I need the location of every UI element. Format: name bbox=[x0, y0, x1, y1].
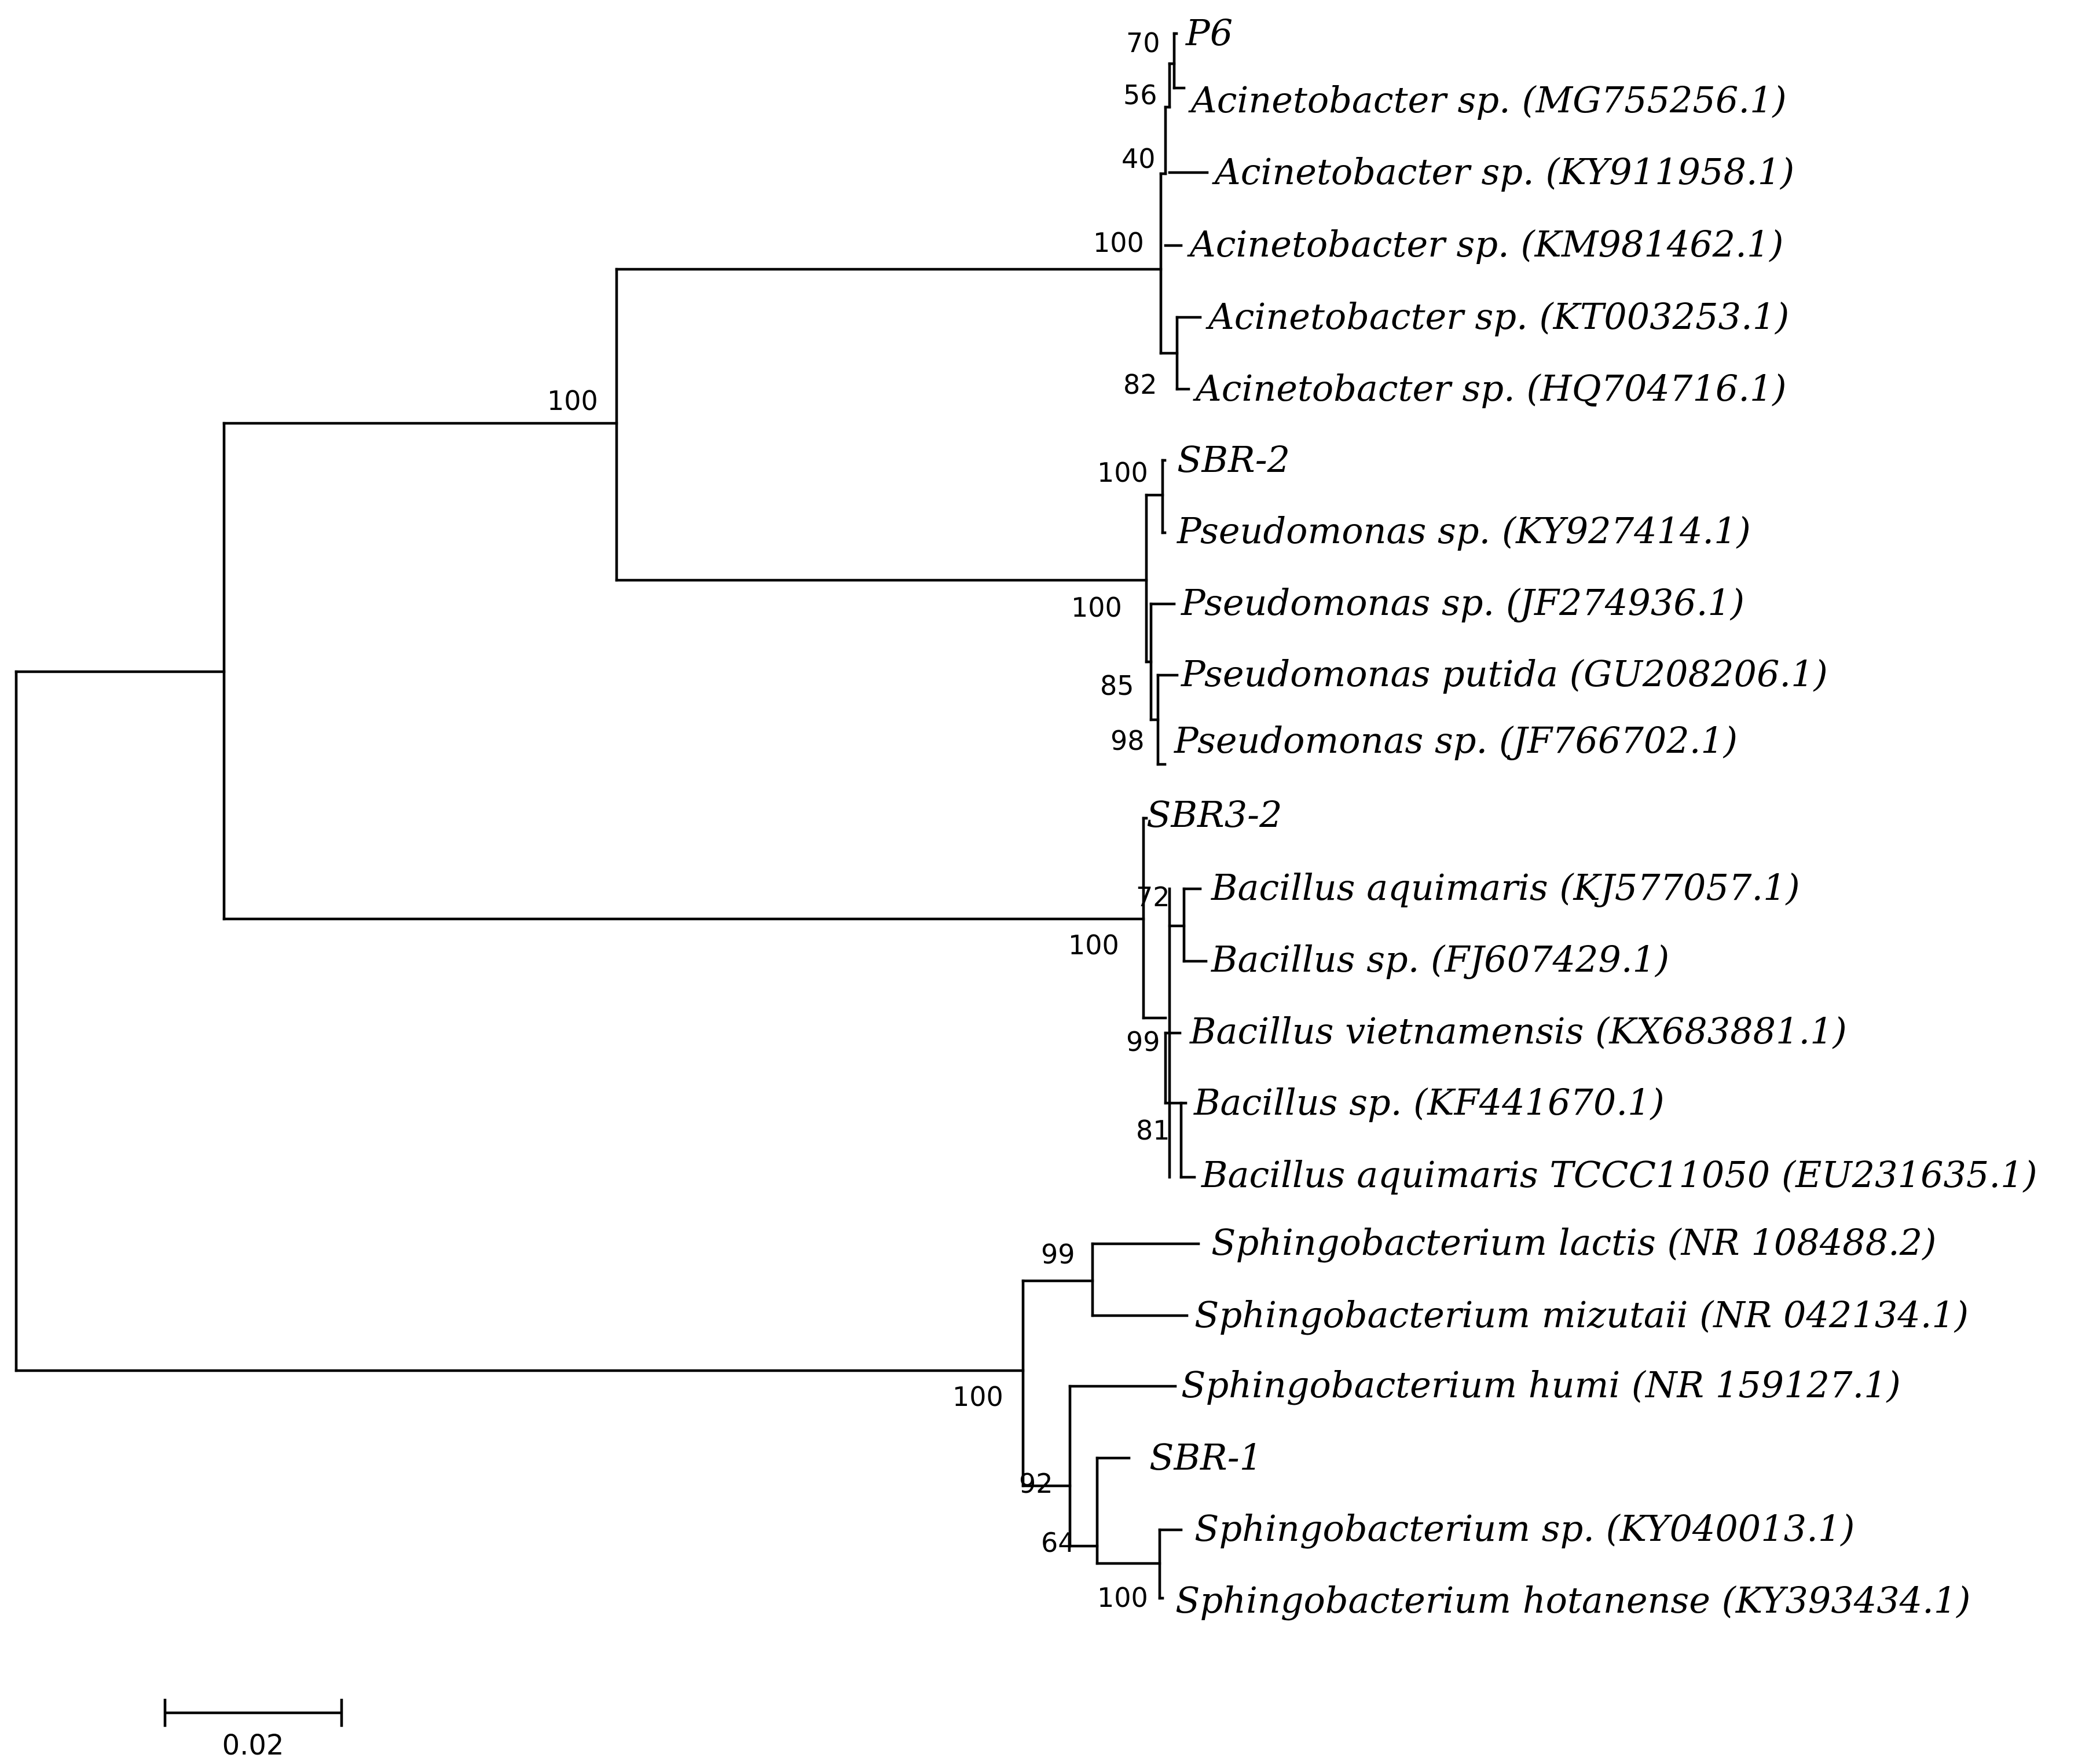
taxon-label-sphingobacterium-lactis: Sphingobacterium lactis (NR 108488.2) bbox=[1211, 1221, 1936, 1263]
taxon-label-acinetobacter-ky911958: Acinetobacter sp. (KY911958.1) bbox=[1212, 151, 1794, 193]
taxon-label-acinetobacter-km981462: Acinetobacter sp. (KM981462.1) bbox=[1187, 223, 1783, 265]
taxon-label-acinetobacter-kt003253: Acinetobacter sp. (KT003253.1) bbox=[1205, 295, 1789, 338]
taxon-label-bacillus-vietnamensis-kx683881: Bacillus vietnamensis (KX683881.1) bbox=[1189, 1010, 1847, 1052]
taxon-label-pseudomonas-ky927414: Pseudomonas sp. (KY927414.1) bbox=[1177, 510, 1751, 552]
bootstrap-value: 99 bbox=[1041, 1239, 1075, 1270]
bootstrap-value: 100 bbox=[1097, 457, 1148, 488]
scale-bar-line bbox=[163, 1698, 343, 1727]
taxon-label-sphingobacterium-mizutaii: Sphingobacterium mizutaii (NR 042134.1) bbox=[1194, 1294, 1969, 1336]
bootstrap-value: 92 bbox=[1019, 1468, 1053, 1499]
bootstrap-value: 100 bbox=[1071, 592, 1122, 623]
bootstrap-value: 64 bbox=[1041, 1527, 1075, 1558]
taxon-labels: P6 Acinetobacter sp. (MG755256.1) Acinet… bbox=[1146, 12, 2037, 1621]
bootstrap-value: 82 bbox=[1123, 369, 1157, 400]
taxon-label-sbr-2: SBR-2 bbox=[1177, 438, 1290, 481]
taxon-label-pseudomonas-putida-gu208206: Pseudomonas putida (GU208206.1) bbox=[1181, 653, 1828, 695]
taxon-label-pseudomonas-jf766702: Pseudomonas sp. (JF766702.1) bbox=[1174, 719, 1738, 761]
bootstrap-value: 100 bbox=[547, 385, 598, 416]
bootstrap-value: 100 bbox=[1093, 227, 1144, 258]
taxon-label-pseudomonas-jf274936: Pseudomonas sp. (JF274936.1) bbox=[1181, 581, 1744, 624]
bootstrap-value: 100 bbox=[1068, 929, 1119, 961]
bootstrap-value: 100 bbox=[952, 1381, 1003, 1412]
taxon-label-p6: P6 bbox=[1185, 12, 1233, 54]
taxon-label-bacillus-aquimaris-kj577057: Bacillus aquimaris (KJ577057.1) bbox=[1211, 866, 1800, 909]
bootstrap-value: 56 bbox=[1123, 79, 1157, 111]
taxon-label-sphingobacterium-humi: Sphingobacterium humi (NR 159127.1) bbox=[1181, 1364, 1901, 1406]
bootstrap-value: 98 bbox=[1111, 725, 1145, 756]
scale-bar-label: 0.02 bbox=[222, 1729, 284, 1758]
taxon-label-sphingobacterium-ky040013: Sphingobacterium sp. (KY040013.1) bbox=[1194, 1507, 1855, 1550]
taxon-label-sbr-1: SBR-1 bbox=[1149, 1436, 1262, 1478]
taxon-label-bacillus-kf441670: Bacillus sp. (KF441670.1) bbox=[1193, 1081, 1665, 1123]
bootstrap-value: 81 bbox=[1136, 1115, 1170, 1146]
taxon-label-bacillus-fj607429: Bacillus sp. (FJ607429.1) bbox=[1211, 938, 1669, 980]
taxon-label-sphingobacterium-hotanense: Sphingobacterium hotanense (KY393434.1) bbox=[1175, 1579, 1970, 1621]
taxon-label-acinetobacter-hq704716: Acinetobacter sp. (HQ704716.1) bbox=[1193, 367, 1787, 409]
bootstrap-value: 72 bbox=[1136, 881, 1170, 913]
bootstrap-value: 100 bbox=[1097, 1582, 1148, 1613]
bootstrap-value: 40 bbox=[1122, 143, 1156, 174]
bootstrap-values: 70 56 40 100 82 100 100 100 85 98 72 100… bbox=[547, 27, 1170, 1613]
scale-bar: 0.02 bbox=[163, 1698, 343, 1758]
tree-branches bbox=[14, 32, 1209, 1600]
taxon-label-sbr3-2: SBR3-2 bbox=[1146, 793, 1282, 836]
taxon-label-acinetobacter-mg755256: Acinetobacter sp. (MG755256.1) bbox=[1188, 79, 1787, 121]
bootstrap-value: 99 bbox=[1126, 1026, 1160, 1057]
bootstrap-value: 85 bbox=[1100, 670, 1134, 701]
taxon-label-bacillus-aquimaris-tccc11050: Bacillus aquimaris TCCC11050 (EU231635.1… bbox=[1201, 1153, 2037, 1196]
bootstrap-value: 70 bbox=[1126, 27, 1160, 58]
